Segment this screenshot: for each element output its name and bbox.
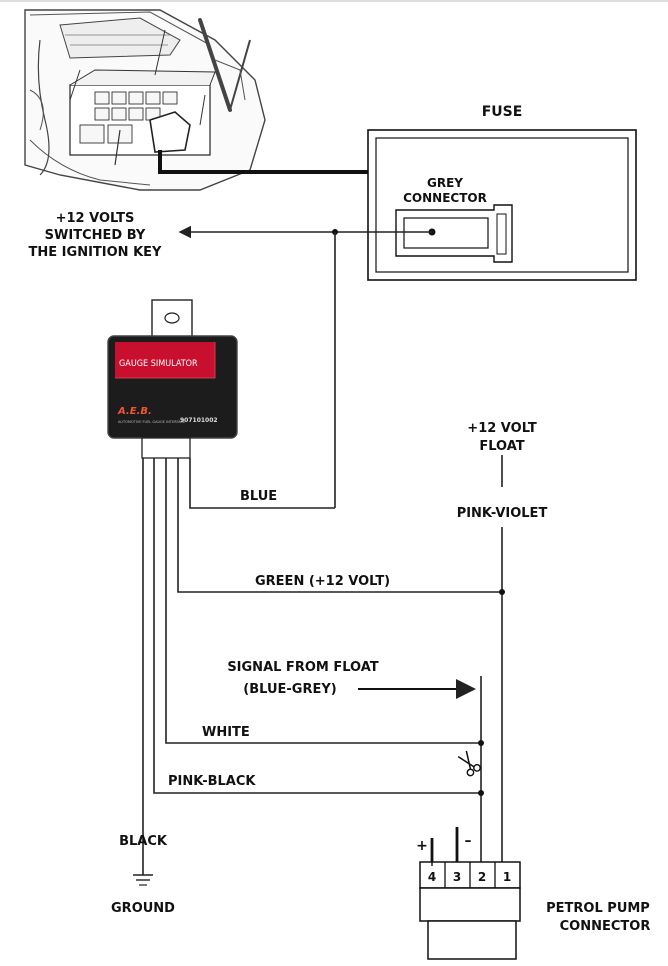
switched-label-2: SWITCHED BY [45, 228, 146, 243]
signal-label-2: (BLUE-GREY) [243, 682, 336, 697]
pink-violet-label: PINK-VIOLET [457, 506, 548, 521]
float-label-2: FLOAT [479, 439, 524, 454]
grey-connector-label-2: CONNECTOR [403, 191, 487, 205]
petrol-pump-connector: 4 3 2 1 + – [416, 827, 521, 960]
fuse-box-illustration [24, 9, 266, 191]
plus-label: + [416, 838, 428, 854]
device-part-number: 907101002 [180, 417, 218, 424]
device-brand: A.E.B. [117, 406, 152, 417]
pin-1: 1 [503, 870, 511, 884]
switched-label-1: +12 VOLTS [56, 211, 135, 226]
pin-2: 2 [478, 870, 486, 884]
scissors-icon [457, 750, 481, 777]
black-label: BLACK [119, 834, 168, 849]
pump-label-1: PETROL PUMP [546, 901, 650, 916]
white-label: WHITE [202, 725, 250, 740]
minus-label: – [465, 833, 472, 849]
signal-label-1: SIGNAL FROM FLOAT [227, 660, 378, 675]
grey-connector-label-1: GREY [427, 176, 463, 190]
blue-label: BLUE [240, 489, 277, 504]
ground-symbol-icon [133, 874, 153, 886]
float-label-1: +12 VOLT [467, 421, 537, 436]
fuse-label: FUSE [482, 104, 523, 120]
pink-black-label: PINK-BLACK [168, 774, 256, 789]
device-subtitle: AUTOMOTIVE FUEL GAUGE INTERFACE [118, 420, 185, 424]
gauge-simulator: GAUGE SIMULATOR A.E.B. AUTOMOTIVE FUEL G… [107, 299, 238, 459]
green-label: GREEN (+12 VOLT) [255, 574, 390, 589]
device-title: GAUGE SIMULATOR [119, 359, 198, 369]
ground-label: GROUND [111, 901, 175, 916]
pump-label-2: CONNECTOR [560, 919, 651, 934]
fuse-panel: FUSE GREY CONNECTOR [367, 104, 637, 281]
pin-3: 3 [453, 870, 461, 884]
switched-label-3: THE IGNITION KEY [29, 245, 162, 260]
pin-4: 4 [428, 870, 436, 884]
